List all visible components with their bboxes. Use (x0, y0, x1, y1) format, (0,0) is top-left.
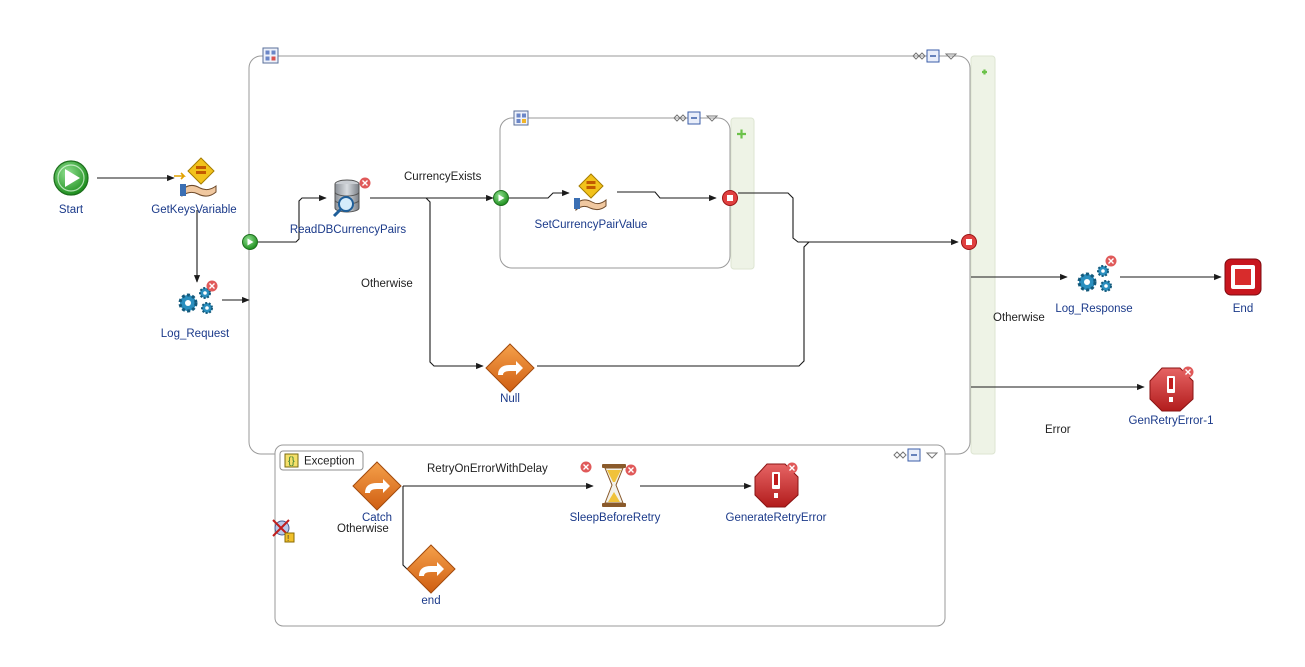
stop-icon (1224, 258, 1262, 296)
error-badge-icon (1182, 366, 1194, 378)
exception-tab[interactable]: {} Exception (279, 450, 364, 471)
edge-otherwise-to-null[interactable] (370, 197, 484, 370)
generate-retry-error-label: GenerateRetryError (726, 512, 827, 524)
inner-lane-add-icon[interactable] (737, 129, 746, 139)
null-label: Null (500, 393, 520, 405)
catch-icon (352, 461, 402, 511)
end-label: End (1233, 303, 1253, 315)
edge-label-otherwise-catch: Otherwise (337, 523, 389, 535)
log-request-node[interactable]: Log_Request (161, 280, 230, 341)
outer-group-lane (970, 55, 996, 455)
exception-tab-icon: {} (288, 456, 295, 467)
edge-label-error: Error (1045, 424, 1071, 436)
log-request-label: Log_Request (161, 328, 230, 340)
sleep-before-retry-label: SleepBeforeRetry (570, 512, 661, 524)
end-lower-node[interactable]: end (406, 544, 456, 607)
error-badge-icon (1105, 255, 1117, 267)
set-currency-pair-value-node[interactable]: SetCurrencyPairValue (535, 173, 648, 231)
error-badge-icon (580, 461, 592, 473)
mapper-icon (174, 157, 217, 197)
start-icon (53, 160, 89, 196)
edge-innerstart-to-setcurrency[interactable] (509, 189, 570, 199)
sleep-before-retry-node[interactable]: SleepBeforeRetry (570, 461, 661, 525)
outer-group-end-icon[interactable] (961, 234, 977, 250)
gen-retry-error-1-node[interactable]: GenRetryError-1 (1129, 366, 1214, 428)
inner-group-end-icon[interactable] (722, 190, 738, 206)
error-badge-icon (206, 280, 218, 292)
edge-setcurrency-to-innerend[interactable] (617, 191, 717, 202)
null-node[interactable]: Null (485, 343, 535, 405)
end-lower-label: end (421, 595, 440, 607)
edge-groupstart-to-readdb[interactable] (258, 194, 327, 243)
hourglass-icon (602, 464, 626, 507)
outer-group-link-icon[interactable] (912, 52, 926, 60)
database-query-icon (332, 179, 360, 218)
edge-label-retry-on-error-with-delay: RetryOnErrorWithDelay (427, 463, 548, 475)
read-db-currency-pairs-label: ReadDBCurrencyPairs (290, 224, 407, 236)
log-response-node[interactable]: Log_Response (1055, 255, 1133, 316)
null-activity-icon (406, 544, 456, 594)
start-node[interactable]: Start (53, 160, 89, 216)
error-badge-icon (625, 464, 637, 476)
gears-icon (1077, 265, 1112, 292)
inner-group-start-icon[interactable] (493, 190, 509, 206)
gen-retry-error-1-label: GenRetryError-1 (1129, 415, 1214, 427)
outer-group-menu-icon[interactable] (944, 53, 958, 60)
error-badge-icon (359, 177, 371, 189)
edge-label-otherwise-outer: Otherwise (993, 312, 1045, 324)
end-node[interactable]: End (1224, 258, 1262, 315)
outer-lane-add-icon[interactable] (982, 69, 987, 75)
gears-icon (178, 287, 213, 314)
set-currency-pair-value-label: SetCurrencyPairValue (535, 219, 648, 231)
outer-group-start-icon[interactable] (242, 234, 258, 250)
catch-label: Catch (362, 512, 392, 524)
get-keys-variable-label: GetKeysVariable (151, 204, 236, 216)
edge-label-currency-exists: CurrencyExists (404, 171, 482, 183)
inner-group-link-icon[interactable] (673, 114, 687, 122)
edge-label-otherwise-inner: Otherwise (361, 278, 413, 290)
edge-null-to-outerend[interactable] (537, 241, 958, 367)
log-response-label: Log_Response (1055, 303, 1132, 315)
inner-group-type-icon (513, 110, 529, 126)
start-label: Start (59, 204, 84, 216)
mapper-icon (574, 173, 607, 212)
exception-group-link-icon[interactable] (893, 451, 907, 459)
catch-node[interactable]: Catch (352, 461, 402, 524)
inner-group[interactable] (499, 117, 731, 269)
read-db-currency-pairs-node[interactable]: ReadDBCurrencyPairs (290, 177, 407, 237)
catch-all-error-icon: ! (272, 519, 295, 543)
svg-text:!: ! (287, 534, 289, 543)
null-activity-icon (485, 343, 535, 393)
outer-group-collapse-icon[interactable] (926, 49, 940, 63)
generate-error-icon (1149, 367, 1194, 412)
error-badge-icon (786, 462, 798, 474)
get-keys-variable-node[interactable]: GetKeysVariable (151, 157, 237, 216)
exception-tab-label: Exception (304, 456, 355, 468)
outer-group-type-icon (262, 47, 279, 64)
generate-retry-error-node[interactable]: GenerateRetryError (726, 462, 827, 525)
inner-group-menu-icon[interactable] (705, 115, 719, 122)
exception-group-menu-icon[interactable] (925, 452, 939, 459)
inner-group-collapse-icon[interactable] (687, 111, 701, 125)
exception-group-collapse-icon[interactable] (907, 448, 921, 462)
